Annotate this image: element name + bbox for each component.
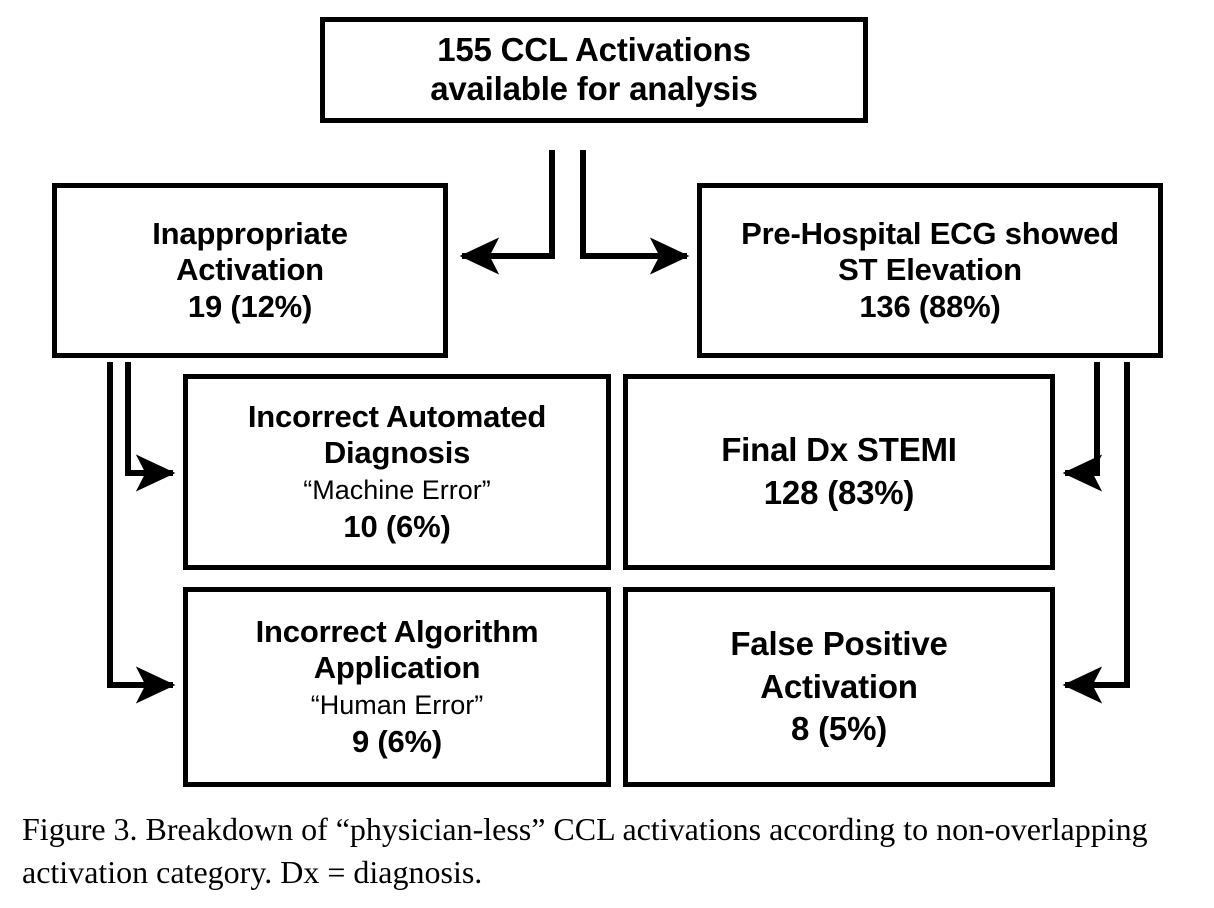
node-prehospital-ecg-count: 136 (88%) bbox=[859, 288, 1001, 324]
node-human-error-count: 9 (6%) bbox=[351, 723, 443, 759]
node-human-error-line1: Incorrect Algorithm bbox=[255, 613, 539, 649]
node-inappropriate-activation-line1: Inappropriate bbox=[152, 215, 348, 251]
node-final-dx-stemi-line1: Final Dx STEMI bbox=[721, 431, 957, 469]
node-prehospital-ecg-line1: Pre-Hospital ECG showed bbox=[741, 215, 1119, 251]
node-machine-error-quote: “Machine Error” bbox=[303, 475, 491, 506]
edge-root-to-inappropriate bbox=[459, 150, 555, 275]
node-inappropriate-activation-count: 19 (12%) bbox=[187, 288, 313, 324]
node-machine-error-line2: Diagnosis bbox=[323, 435, 471, 471]
edge-prehospital-to-final-dx bbox=[1062, 362, 1103, 492]
node-false-positive-line1: False Positive bbox=[730, 624, 948, 662]
node-incorrect-algorithm-application: Incorrect Algorithm Application “Human E… bbox=[183, 587, 611, 787]
edge-inappropriate-to-machine-error bbox=[125, 362, 176, 492]
node-human-error-line2: Application bbox=[313, 650, 481, 686]
figure-caption: Figure 3. Breakdown of “physician-less” … bbox=[22, 811, 1148, 890]
edge-inappropriate-to-human-error bbox=[107, 362, 176, 704]
node-inappropriate-activation-line2: Activation bbox=[176, 252, 324, 288]
node-total-activations-line1: 155 CCL Activations bbox=[437, 31, 751, 69]
node-inappropriate-activation: Inappropriate Activation 19 (12%) bbox=[52, 183, 448, 358]
node-final-dx-stemi-count: 128 (83%) bbox=[763, 474, 915, 511]
node-total-activations-line2: available for analysis bbox=[430, 70, 758, 107]
node-machine-error-count: 10 (6%) bbox=[343, 508, 451, 544]
node-human-error-quote: “Human Error” bbox=[310, 690, 484, 721]
node-total-activations: 155 CCL Activations available for analys… bbox=[320, 17, 868, 123]
node-prehospital-ecg-line2: ST Elevation bbox=[838, 252, 1022, 288]
node-final-dx-stemi: Final Dx STEMI 128 (83%) bbox=[623, 374, 1055, 570]
node-machine-error-line1: Incorrect Automated bbox=[247, 398, 547, 434]
node-incorrect-automated-diagnosis: Incorrect Automated Diagnosis “Machine E… bbox=[183, 374, 611, 570]
node-prehospital-ecg-st-elevation: Pre-Hospital ECG showed ST Elevation 136… bbox=[697, 183, 1163, 358]
edge-prehospital-to-false-positive bbox=[1062, 362, 1130, 704]
node-false-positive-activation: False Positive Activation 8 (5%) bbox=[623, 587, 1055, 787]
node-false-positive-line2: Activation bbox=[760, 667, 918, 705]
edge-root-to-prehospital bbox=[580, 150, 690, 275]
node-false-positive-count: 8 (5%) bbox=[791, 710, 887, 748]
